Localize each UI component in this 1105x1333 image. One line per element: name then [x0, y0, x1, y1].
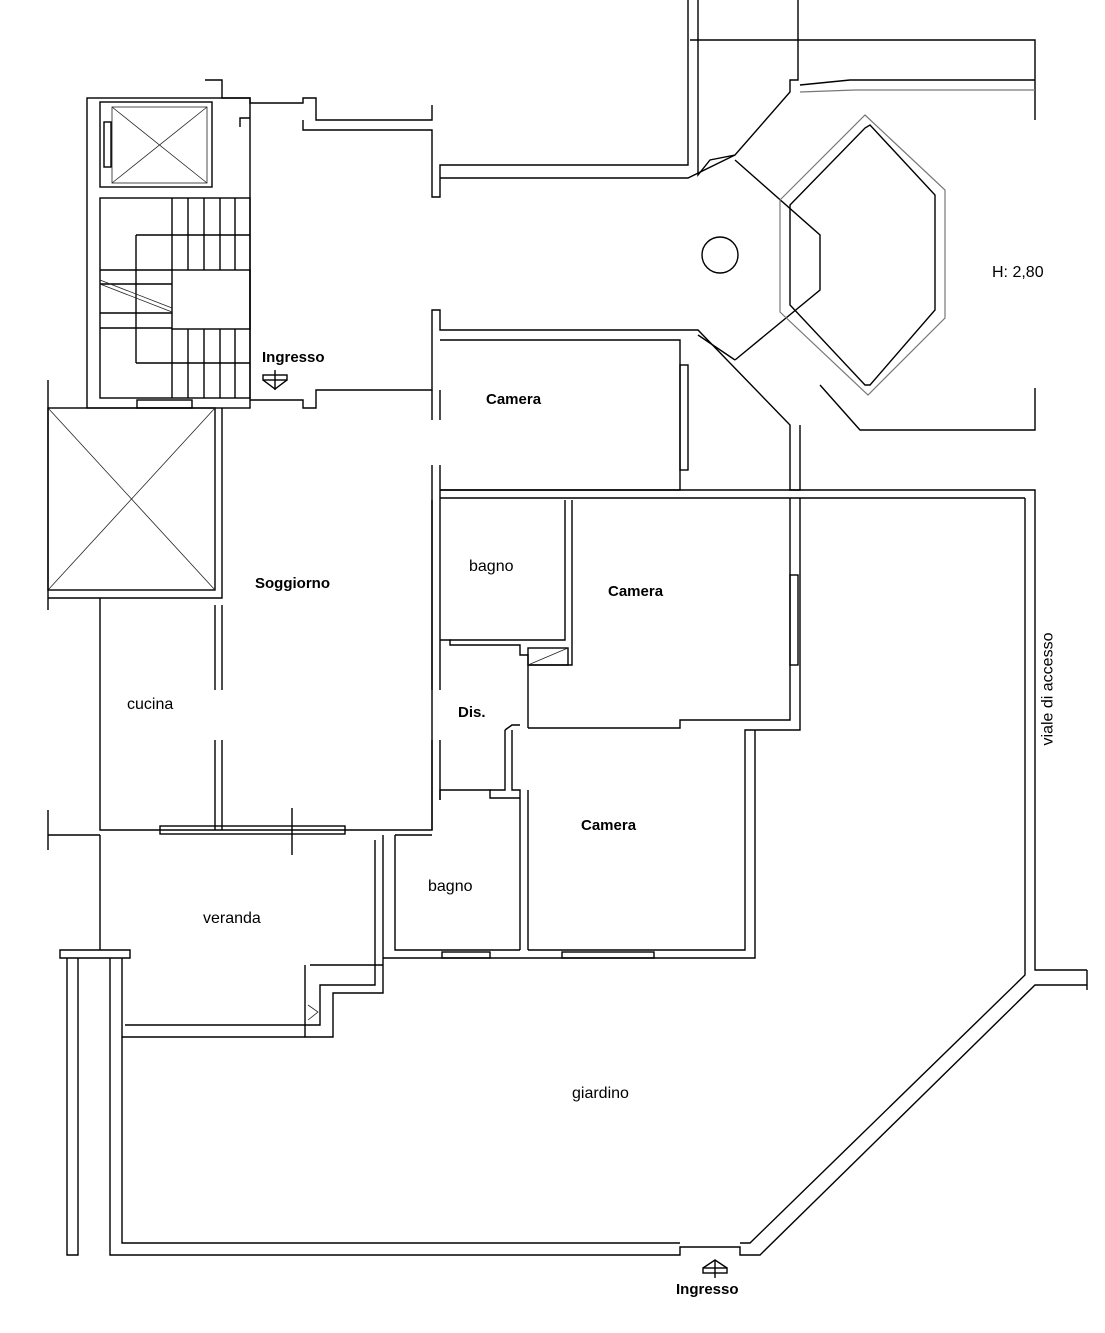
room-label-cucina: cucina	[127, 696, 174, 713]
ceiling-height-note: H: 2,80	[992, 264, 1044, 281]
room-label-bagno-low: bagno	[428, 878, 473, 895]
room-label-disimpegno: Dis.	[458, 704, 486, 721]
room-label-giardino: giardino	[572, 1085, 629, 1102]
room-label-camera-mid: Camera	[608, 583, 664, 600]
room-label-camera-low: Camera	[581, 817, 637, 834]
access-road-label: viale di accesso	[1039, 632, 1057, 746]
entrance-label-garden: Ingresso	[676, 1281, 739, 1298]
stair-elevator-block	[86, 97, 251, 409]
room-label-soggiorno: Soggiorno	[255, 575, 330, 592]
room-label-veranda: veranda	[203, 910, 261, 927]
walls	[47, 0, 1088, 1278]
entrance-marker-garden	[702, 1259, 728, 1278]
entrance-marker-main	[262, 370, 288, 390]
room-label-bagno-top: bagno	[469, 558, 514, 575]
entrance-label-main: Ingresso	[262, 349, 325, 366]
room-label-camera-top: Camera	[486, 391, 542, 408]
